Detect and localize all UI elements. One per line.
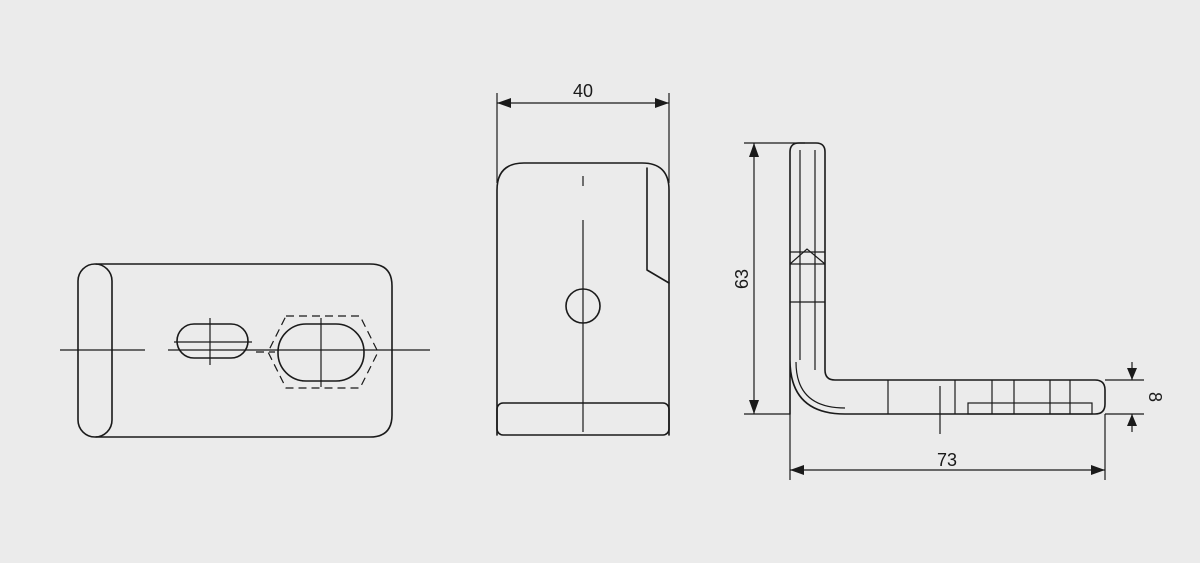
arrowhead: [655, 98, 669, 108]
arrowhead: [749, 400, 759, 414]
dimension-width-label: 40: [573, 81, 593, 101]
side-view: 63 73 8: [732, 142, 1165, 480]
leg-chevron: [789, 248, 826, 265]
arrowhead: [749, 143, 759, 157]
arrowhead: [1127, 414, 1137, 426]
top-view: [60, 263, 430, 438]
base-slot-section: [967, 402, 1093, 415]
dimension-height-label: 63: [732, 269, 752, 289]
front-chamfer: [646, 167, 670, 284]
small-slot: [176, 323, 249, 359]
front-view: 40: [496, 81, 670, 436]
arrowhead: [497, 98, 511, 108]
dimension-thickness-label: 8: [1145, 392, 1165, 402]
dimension-length-label: 73: [937, 450, 957, 470]
arrowhead: [1127, 368, 1137, 380]
side-view-outline: [789, 142, 1106, 415]
arrowhead: [1091, 465, 1105, 475]
hidden-hex-nut: [267, 315, 379, 389]
bend-inner-curve: [795, 361, 846, 409]
arrowhead: [790, 465, 804, 475]
front-view-outline: [496, 162, 670, 436]
